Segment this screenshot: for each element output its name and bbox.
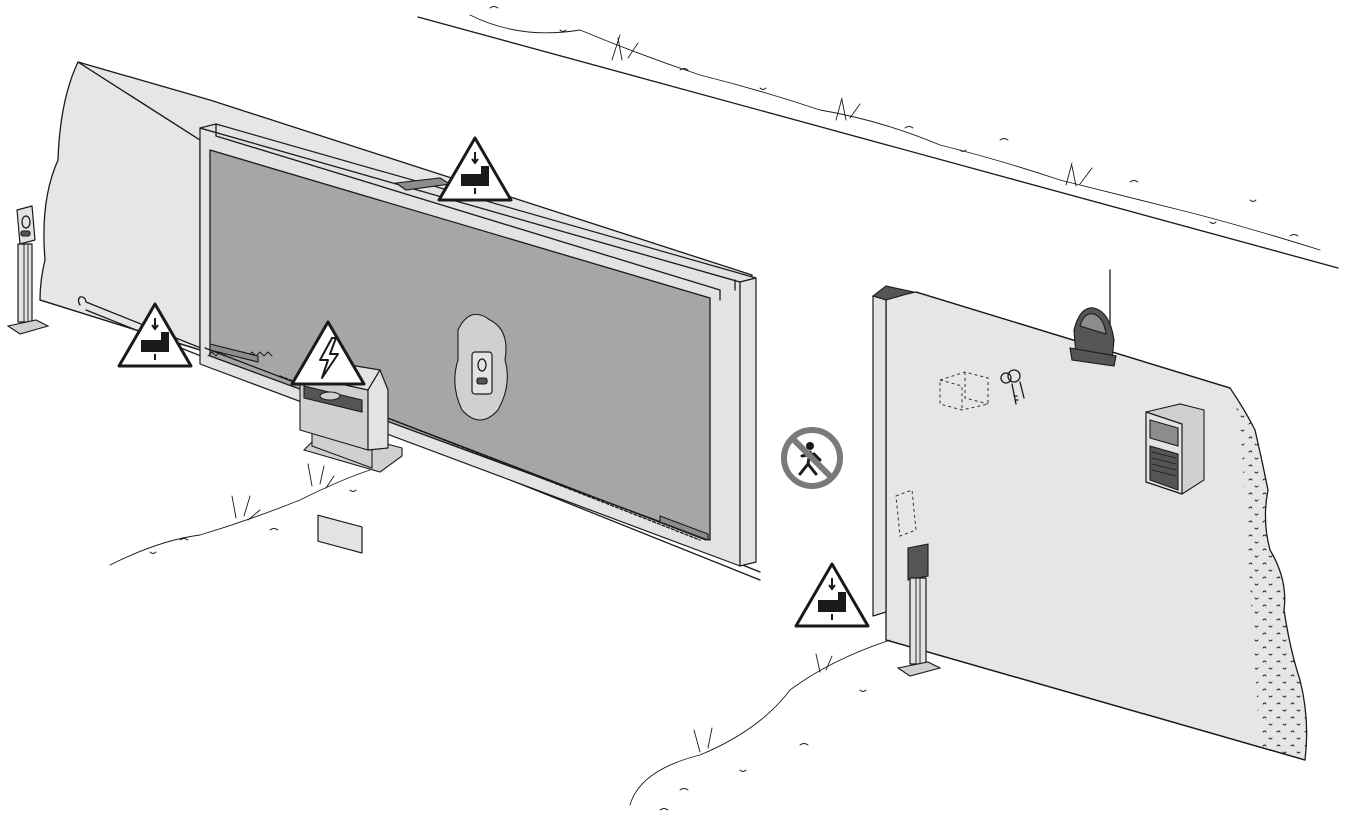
control-panel-box — [1146, 404, 1204, 494]
ground-detail — [110, 464, 890, 810]
key-selector-post — [8, 206, 48, 334]
flashing-light-antenna — [1070, 270, 1116, 366]
crush-hazard-icon — [439, 138, 511, 200]
crush-hazard-icon — [796, 564, 868, 626]
gate-motor — [300, 360, 402, 553]
no-pedestrian-icon — [784, 430, 840, 486]
